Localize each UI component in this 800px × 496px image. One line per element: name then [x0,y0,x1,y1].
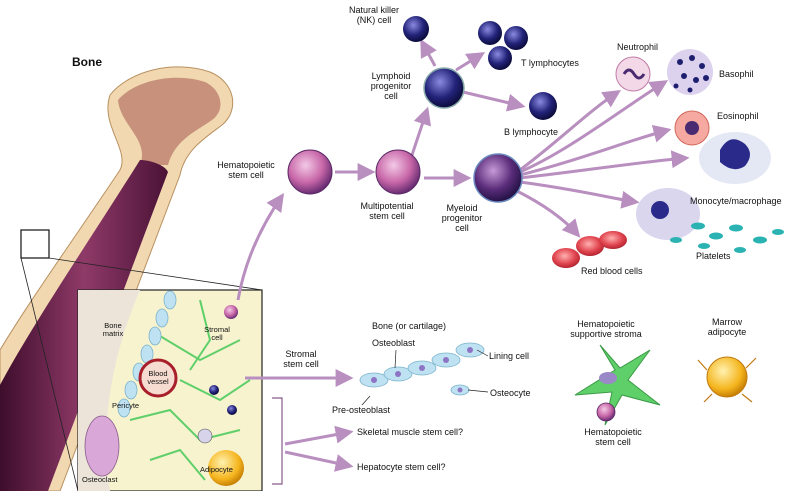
arrow-to-eosinophil [519,124,672,177]
label-eosinophil: Eosinophil [717,111,759,121]
arrow-lymphoid-to-b [462,90,526,112]
label-bone: Bone [72,55,102,69]
bracket [272,397,283,485]
arrow-to-platelets [519,180,640,209]
label-stromal-cell: Stromal cell [204,325,230,342]
marrow-inset [77,289,263,492]
inset-macrophage [197,428,213,444]
label-multipotential-stem-cell: Multipotential stem cell [360,201,414,221]
label-stromal-stem-cell: Stromal stem cell [283,349,319,369]
arrow-multi-to-lymphoid [410,106,431,156]
arrow-lymphoid-to-t [455,52,486,72]
b-lymphocyte [529,92,557,120]
label-bone-matrix: Bone matrix [102,321,124,338]
label-basophil: Basophil [719,69,754,79]
label-red-blood-cells: Red blood cells [581,266,643,276]
inset-cell-b [227,405,237,415]
label-hematopoietic-supportive-stroma: Hematopoietic supportive stroma [570,319,642,339]
arrow-to-skeletal-muscle [284,425,354,446]
label-lining-cell: Lining cell [489,351,530,361]
lineage-arrows [236,38,690,472]
osteoblast-lineage [359,342,485,396]
label-osteocyte: Osteocyte [490,388,531,398]
adipocyte-processes [697,357,757,403]
arrow-inset-to-hsc [236,193,285,301]
label-neutrophil: Neutrophil [617,42,659,52]
zoom-box [20,229,50,259]
label-lymphoid-progenitor: Lymphoid progenitor cell [370,71,412,101]
inset-adipocyte [208,450,244,486]
myeloid-progenitor-cell [473,153,523,203]
label-myeloid-progenitor: Myeloid progenitor cell [441,203,483,233]
hematopoietic-stem-cell [287,149,333,195]
inset-osteoclast [84,415,120,477]
platelets [670,222,784,253]
inset-blood-vessel [138,358,178,398]
neutrophil-nucleus [622,68,646,80]
label-small-hematopoietic-stem-cell: Hematopoietic stem cell [584,427,642,447]
label-monocyte-macrophage: Monocyte/macrophage [690,196,782,206]
red-blood-cells [552,231,627,268]
arrow-to-rbc [514,188,581,238]
label-pre-osteoblast: Pre-osteoblast [332,405,391,415]
leader-lines [361,349,489,406]
label-pericyte: Pericyte [112,401,140,410]
arrow-to-hepatocyte [284,450,354,472]
arrow-to-neutrophil [519,90,622,172]
label-t-lymphocytes: T lymphocytes [521,58,579,68]
label-skeletal-muscle-stem-cell: Skeletal muscle stem cell? [357,427,464,437]
monocyte-nucleus [720,139,750,170]
label-marrow-adipocyte: Marrow adipocyte [707,317,747,337]
marrow-adipocyte [706,356,748,398]
arrow-to-monocyte [519,150,690,180]
zoom-line-top [48,257,263,291]
arrow-lymphoid-to-nk [420,38,437,67]
label-nk-cell: Natural killer (NK) cell [348,5,399,25]
label-osteoclast: Osteoclast [82,475,118,484]
eosinophil-nucleus [685,121,699,135]
inset-stroma [129,299,251,481]
label-bone-or-cartilage: Bone (or cartilage) [372,321,447,331]
label-hematopoietic-stem-cell: Hematopoietic stem cell [217,160,275,180]
label-hepatocyte-stem-cell: Hepatocyte stem cell? [357,462,446,472]
lymphoid-progenitor-cell [423,67,465,109]
label-platelets: Platelets [696,251,731,261]
label-osteoblast: Osteoblast [372,338,416,348]
label-blood-vessel: Blood vessel [147,369,169,386]
inset-osteoblast-column [117,290,177,418]
basophil-granules [673,55,709,93]
multipotential-stem-cell [375,149,421,195]
label-adipocyte: Adipocyte [200,465,233,474]
zoom-line-bottom [20,257,79,492]
nk-cell [403,16,429,42]
inset-stem-cell [224,305,238,319]
arrow-to-basophil [519,80,669,174]
label-b-lymphocyte: B lymphocyte [504,127,559,137]
hematopoietic-supportive-stroma [574,344,661,426]
t-lymphocytes [478,21,528,70]
small-hematopoietic-stem-cell [596,402,616,422]
bone-marrow-head [118,77,221,165]
inset-cell-a [209,385,219,395]
macrophage-nucleus [651,201,669,219]
